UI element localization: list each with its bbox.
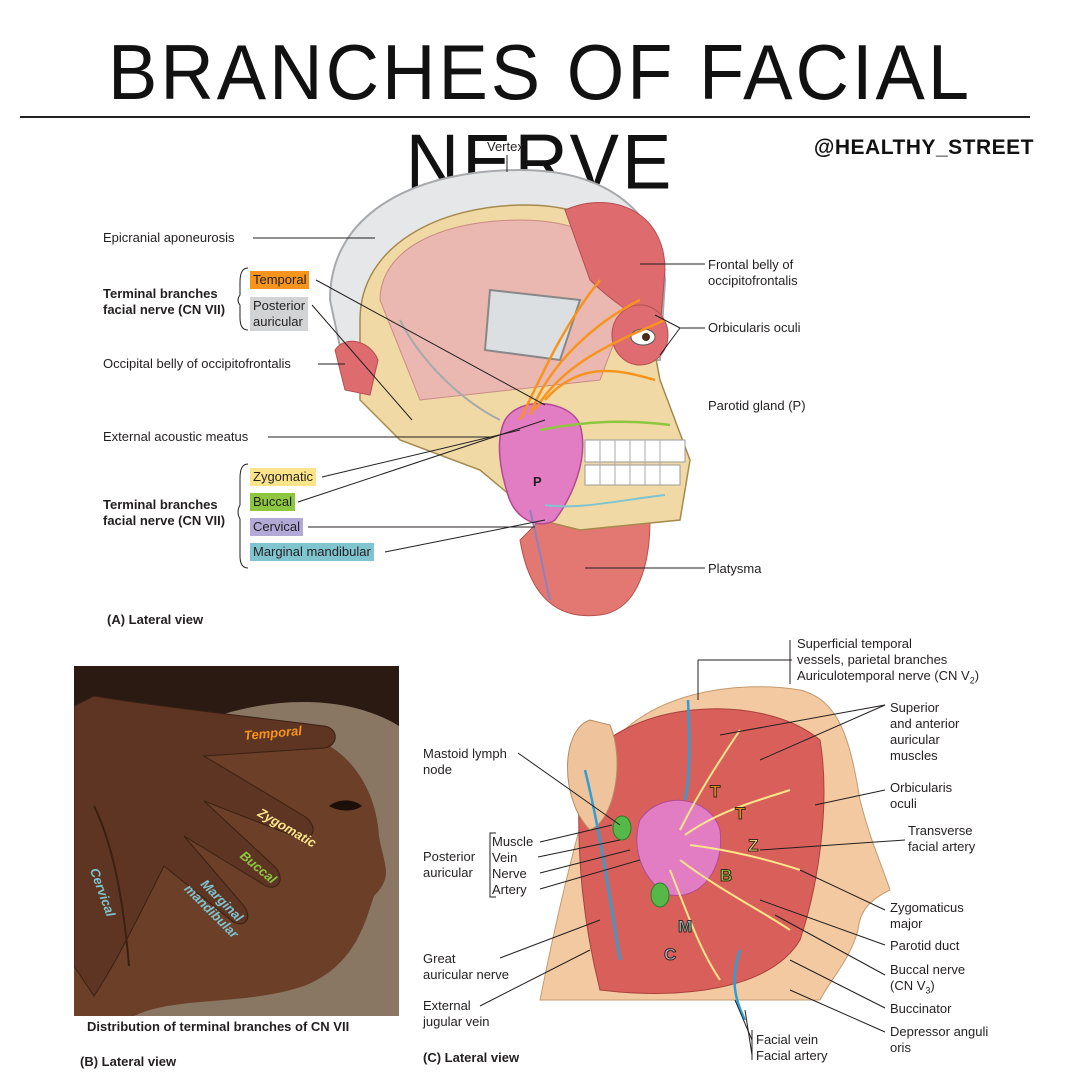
label-buccal-nerve: Buccal nerve (CN V3) <box>890 962 966 996</box>
parotid-c <box>636 799 722 897</box>
panel-b-photo: Temporal Zygomatic Buccal Marginal mandi… <box>74 666 399 1016</box>
branch-tag-posterior-auricular: Posterior auricular <box>250 297 309 331</box>
label-muscle: Muscle <box>492 834 534 849</box>
eye-b <box>329 800 362 811</box>
label-terminal-branches-upper: Terminal branches facial nerve (CN VII) <box>103 286 226 317</box>
panel-a-head <box>237 155 705 617</box>
label-orbicularis-oculi-c: Orbicularis oculi <box>890 780 953 811</box>
branch-tag-marginal-mandibular: Marginal mandibular <box>250 543 374 561</box>
label-occipital-belly: Occipital belly of occipitofrontalis <box>103 356 291 371</box>
frontal-belly <box>564 202 666 331</box>
panel-c-dissection <box>479 640 906 1060</box>
caption-panel-a: (A) Lateral view <box>107 612 204 627</box>
title-rule <box>20 116 1030 118</box>
label-zygomaticus-major: Zygomaticus major <box>890 900 964 931</box>
page-title: BRANCHES OF FACIAL NERVE <box>107 28 973 206</box>
branch-letter-zygomatic: Z <box>747 836 759 856</box>
lower-teeth <box>584 464 681 486</box>
label-facial-vein: Facial vein <box>756 1032 819 1047</box>
author-handle: @HEALTHY_STREET <box>813 136 1034 159</box>
label-terminal-branches-lower: Terminal branches facial nerve (CN VII) <box>103 497 226 528</box>
platysma-muscle <box>519 499 651 617</box>
branch-letter-temporal-2: T <box>734 804 746 824</box>
lymph-node <box>612 815 632 841</box>
label-frontal-belly: Frontal belly of occipitofrontalis <box>708 257 798 288</box>
label-artery: Artery <box>492 882 527 897</box>
occipital-belly <box>334 340 379 396</box>
branch-letter-cervical: C <box>663 945 677 965</box>
label-parotid-gland: Parotid gland (P) <box>708 398 806 413</box>
label-epicranial-aponeurosis: Epicranial aponeurosis <box>103 230 235 245</box>
label-superficial-temporal: Superficial temporal vessels, parietal b… <box>797 636 980 686</box>
label-transverse-facial-artery: Transverse facial artery <box>908 823 976 854</box>
label-external-acoustic-meatus: External acoustic meatus <box>103 429 249 444</box>
branch-tag-cervical: Cervical <box>250 518 303 536</box>
label-external-jugular-vein: External jugular vein <box>423 998 490 1029</box>
branch-tag-zygomatic: Zygomatic <box>250 468 316 486</box>
label-buccinator: Buccinator <box>890 1001 952 1016</box>
branch-tag-buccal: Buccal <box>250 493 296 511</box>
parotid-gland <box>498 402 584 525</box>
label-facial-artery: Facial artery <box>756 1048 828 1063</box>
branch-letter-temporal-1: T <box>709 782 721 802</box>
label-nerve: Nerve <box>492 866 527 881</box>
label-superior-auricular: Superior and anterior auricular muscles <box>890 700 960 763</box>
label-platysma: Platysma <box>708 561 762 576</box>
label-posterior-auricular: Posterior auricular <box>423 849 476 880</box>
branch-letter-buccal: B <box>719 866 733 886</box>
caption-panel-c: (C) Lateral view <box>423 1050 520 1065</box>
caption-distribution: Distribution of terminal branches of CN … <box>87 1019 350 1034</box>
parotid-letter: P <box>533 474 542 489</box>
label-orbicularis-oculi: Orbicularis oculi <box>708 320 801 335</box>
branch-letter-marginal-mandibular: M <box>677 917 693 937</box>
hand <box>74 695 336 997</box>
cut-flap <box>483 288 582 362</box>
label-depressor-anguli-oris: Depressor anguli oris <box>890 1024 989 1055</box>
caption-panel-b: (B) Lateral view <box>80 1054 177 1069</box>
photo-illustration <box>74 666 399 1016</box>
branch-tag-temporal: Temporal <box>250 271 310 289</box>
label-great-auricular-nerve: Great auricular nerve <box>423 951 509 982</box>
label-mastoid-lymph-node: Mastoid lymph node <box>423 746 507 777</box>
label-vertex: Vertex <box>487 139 524 154</box>
label-vein: Vein <box>492 850 518 865</box>
label-parotid-duct: Parotid duct <box>890 938 960 953</box>
